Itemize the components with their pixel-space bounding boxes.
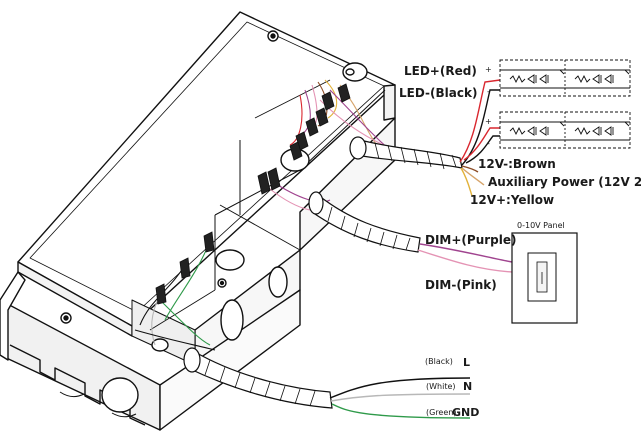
label-aux-power: Auxiliary Power (12V 200mA)	[488, 175, 641, 189]
label-dim-plus: DIM+(Purple)	[425, 233, 517, 247]
label-white-tag: (White)	[426, 382, 456, 391]
label-led-minus: LED-(Black)	[399, 86, 477, 100]
driver-enclosure	[0, 11, 396, 431]
label-green-tag: (Green)	[426, 408, 456, 417]
label-led-plus: LED+(Red)	[404, 64, 477, 78]
label-12v-minus: 12V-:Brown	[478, 157, 556, 171]
label-line-l: L	[463, 356, 470, 369]
dimmer-panel	[511, 232, 578, 324]
led-strip-minus-sign: -	[487, 87, 490, 96]
label-line-n: N	[463, 380, 472, 393]
wire-nuts	[155, 83, 351, 305]
panel-title: 0-10V Panel	[517, 221, 565, 230]
led-strip-minus-sign-2: -	[487, 139, 490, 148]
label-12v-plus: 12V+:Yellow	[470, 193, 554, 207]
flex-conduits	[183, 136, 463, 409]
led-strip-plus-sign: +	[485, 65, 492, 74]
external-wires	[329, 79, 513, 419]
label-black-tag: (Black)	[425, 357, 453, 366]
label-dim-minus: DIM-(Pink)	[425, 278, 497, 292]
led-strips	[499, 59, 631, 149]
led-strip-plus-sign-2: +	[485, 117, 492, 126]
label-ground: GND	[452, 406, 479, 419]
